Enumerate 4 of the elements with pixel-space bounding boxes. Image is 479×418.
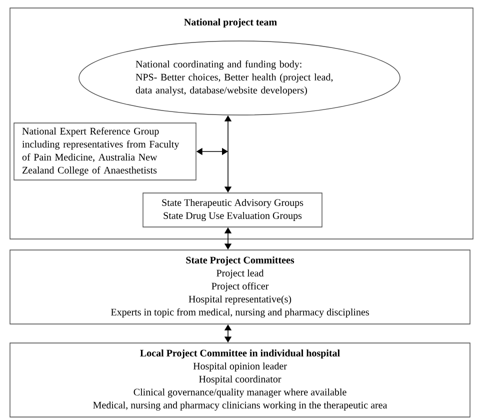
process-box: Local Project Committee in individual hospital Hospital opinion leader Hospital coordinator Clinical governance/quality manager where available Medical, nursing and pharmacy clinicians working in the therapeutic area bbox=[10, 342, 470, 418]
process-box: State Project Committees Project lead Project officer Hospital representative(s) Experts in topic from medical, nursing and pharmacy disciplines bbox=[10, 250, 470, 324]
process-box: State Therapeutic Advisory Groups State Drug Use Evaluation Groups bbox=[142, 192, 322, 228]
text-box: National Expert Reference Group including representatives from Faculty of Pain Medicine, Australia New Zealand College of Anaesthetists bbox=[14, 122, 196, 180]
